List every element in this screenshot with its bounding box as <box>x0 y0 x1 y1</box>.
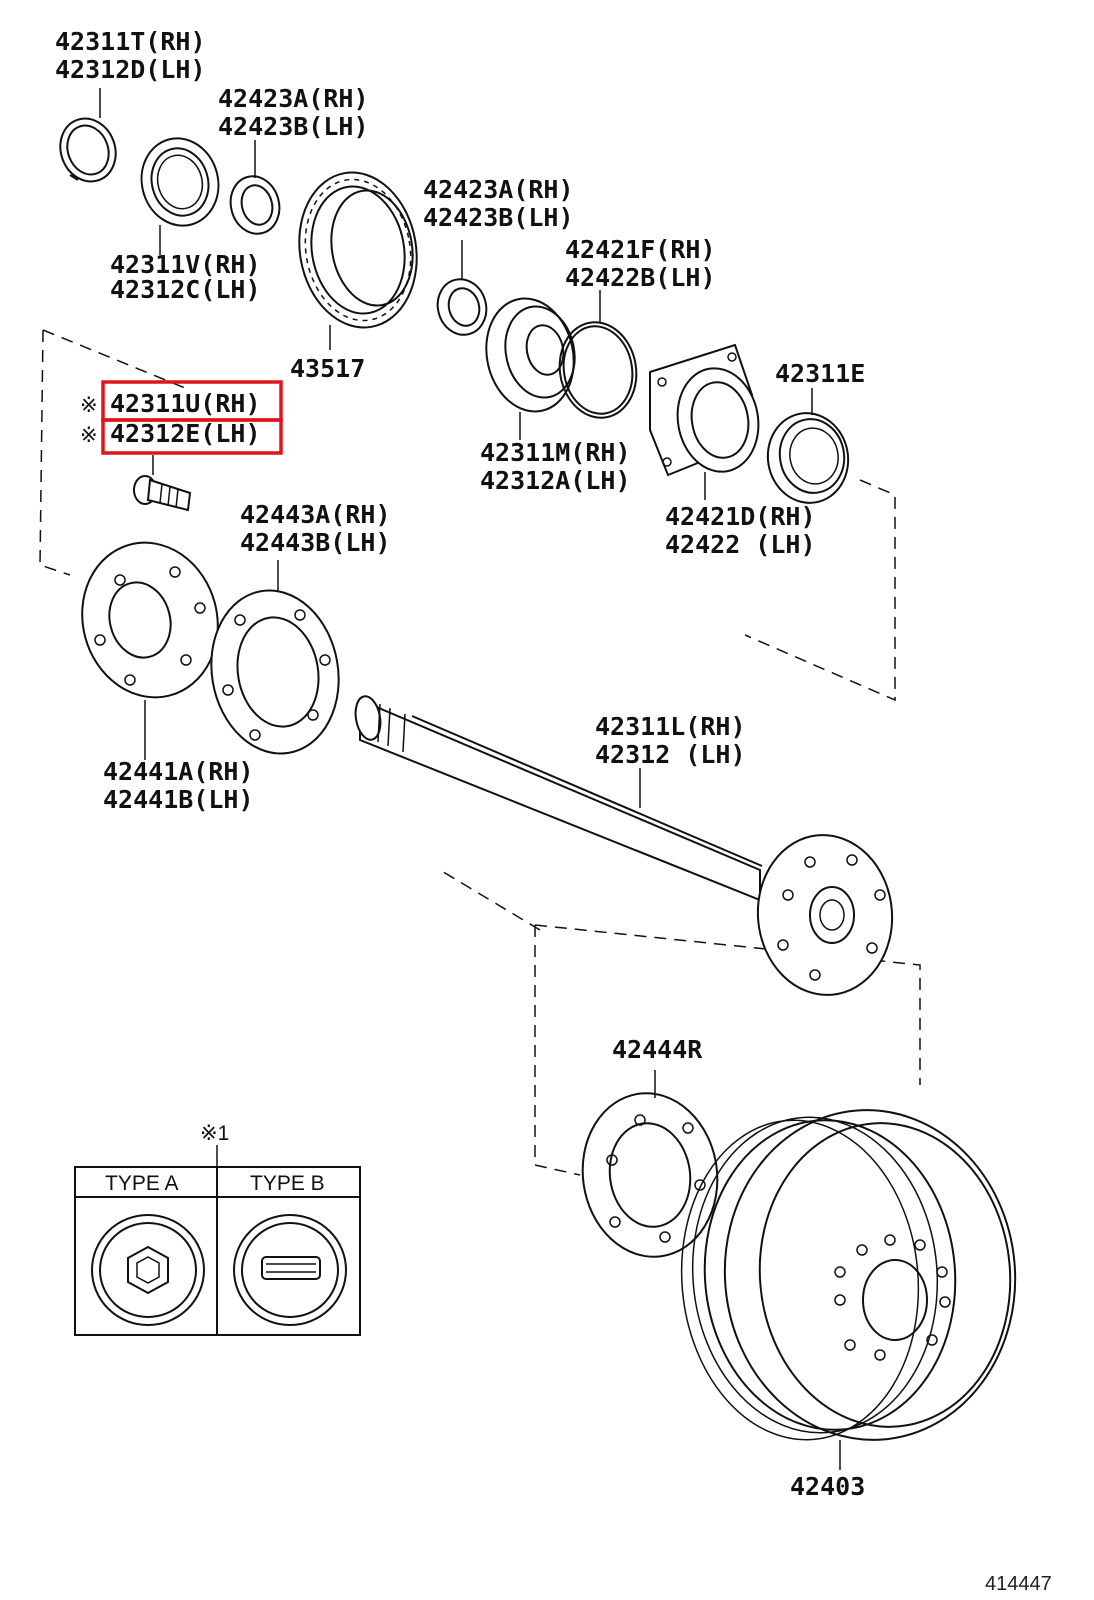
dashed-group-upper <box>39 329 896 702</box>
abs-sensor-rotor <box>298 171 418 329</box>
flange-gasket <box>210 589 340 755</box>
brake-drum <box>680 1109 1017 1441</box>
retainer-ring-2 <box>436 278 488 336</box>
label-42421D: 42421D(RH) <box>665 502 816 531</box>
label-42422B: 42422B(LH) <box>565 263 716 292</box>
note-mark-42312E: ※ <box>80 424 98 447</box>
label-42403: 42403 <box>790 1472 865 1501</box>
label-42312E: 42312E(LH) <box>110 419 261 448</box>
dashed-group-lower <box>439 869 921 1176</box>
type-b-heading: TYPE B <box>250 1172 325 1195</box>
hex-nut-icon <box>127 1245 169 1295</box>
label-42312C: 42312C(LH) <box>110 275 261 304</box>
label-42421F: 42421F(RH) <box>565 235 716 264</box>
type-legend-table <box>74 1145 361 1336</box>
label-42444R: 42444R <box>612 1035 703 1064</box>
oil-seal <box>140 137 220 227</box>
label-42423B-1: 42423B(LH) <box>218 112 369 141</box>
snap-ring <box>59 117 117 183</box>
label-42311T: 42311T(RH) <box>55 27 206 56</box>
label-42441B: 42441B(LH) <box>103 785 254 814</box>
drum-gasket <box>581 1092 719 1258</box>
diagram-id: 414447 <box>985 1573 1052 1595</box>
label-42422: 42422 (LH) <box>665 530 816 559</box>
label-42423A-2: 42423A(RH) <box>423 175 574 204</box>
label-42423B-2: 42423B(LH) <box>423 203 574 232</box>
label-42312D: 42312D(LH) <box>55 55 206 84</box>
bearing-retainer-flange <box>649 343 760 477</box>
retainer-ring-1 <box>229 175 281 235</box>
label-42311E: 42311E <box>775 359 865 388</box>
label-42311M: 42311M(RH) <box>480 438 631 467</box>
axle-flange-plate <box>81 541 219 699</box>
label-42443A: 42443A(RH) <box>240 500 391 529</box>
label-42441A: 42441A(RH) <box>103 757 254 786</box>
label-42311V: 42311V(RH) <box>110 250 261 279</box>
note-mark-42311U: ※ <box>80 394 98 417</box>
label-42312A: 42312A(LH) <box>480 466 631 495</box>
label-42443B: 42443B(LH) <box>240 528 391 557</box>
label-42311L: 42311L(RH) <box>595 712 746 741</box>
axle-shaft <box>354 695 894 996</box>
type-a-heading: TYPE A <box>105 1172 179 1195</box>
slotted-plug-icon <box>261 1256 321 1280</box>
label-42312: 42312 (LH) <box>595 740 746 769</box>
label-43517: 43517 <box>290 354 365 383</box>
o-ring <box>558 321 638 419</box>
label-42311U: 42311U(RH) <box>110 389 261 418</box>
axle-bearing <box>485 297 576 413</box>
label-42423A-1: 42423A(RH) <box>218 84 369 113</box>
hub-bolt <box>133 475 192 512</box>
highlight-box-42312E <box>101 418 283 455</box>
note-mark-type-table: ※1 <box>200 1122 229 1145</box>
inner-oil-seal <box>766 412 850 504</box>
